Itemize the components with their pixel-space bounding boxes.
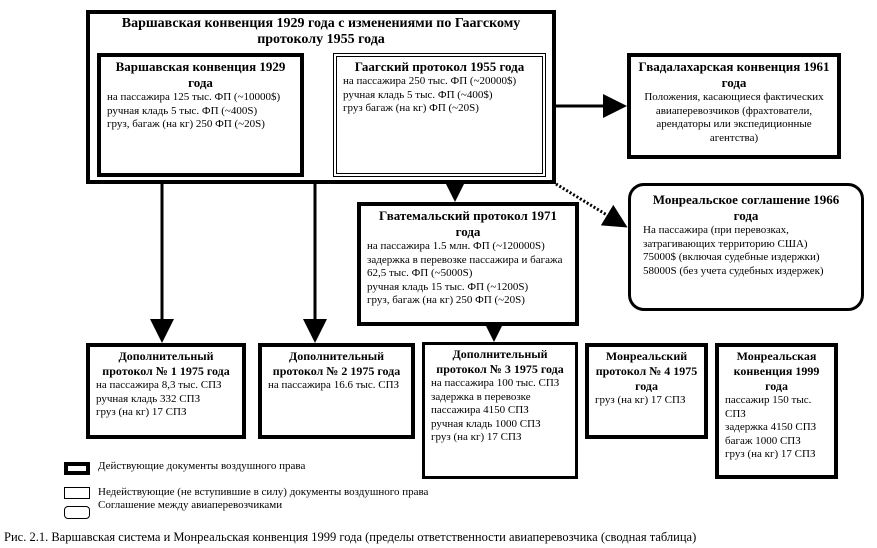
box-line: на пассажира 1.5 млн. ФП (~120000S): [367, 240, 545, 252]
box-title: Гвадалахарская конвенция 1961 года: [638, 59, 830, 90]
legend-swatch-inactive: [64, 487, 90, 499]
box-title: Гватемальский протокол 1971 года: [378, 208, 558, 239]
box-line: 58000S (без учета судебных издержек): [643, 264, 824, 277]
box-title: Монреальское соглашение 1966 года: [652, 192, 840, 223]
figure-caption: Рис. 2.1. Варшавская система и Монреальс…: [4, 530, 697, 544]
box-line: груз (на кг) 17 СПЗ: [431, 431, 522, 443]
box-line: ручная кладь 5 тыс. ФП (~400S): [107, 104, 258, 117]
dotted-arrow-to-montreal-agreement: [555, 182, 628, 228]
box-protocol-3: Дополнительный протокол № 3 1975 года на…: [422, 342, 578, 479]
legend-label-inactive: Недействующие (не вступившие в силу) док…: [98, 486, 429, 498]
box-line: ручная кладь 5 тыс. ФП (~400$): [343, 88, 493, 101]
box-line: на пассажира 100 тыс. СПЗ: [431, 377, 560, 389]
box-montreal-convention-1999: Монреальская конвенция 1999 года пассажи…: [715, 343, 838, 479]
box-line: груз (на кг) 17 СПЗ: [595, 394, 686, 406]
box-protocol-1: Дополнительный протокол № 1 1975 года на…: [86, 343, 246, 439]
box-line: груз (на кг) 17 СПЗ: [96, 406, 187, 418]
legend-label-agreement: Соглашение между авиаперевозчиками: [98, 499, 283, 511]
box-line: ручная кладь 1000 СПЗ: [431, 417, 541, 430]
box-line: груз багаж (на кг) ФП (~20S): [343, 102, 479, 114]
box-line: пассажир 150 тыс. СПЗ: [725, 394, 812, 420]
box-montreal-agreement-1966: Монреальское соглашение 1966 года На пас…: [628, 183, 864, 311]
box-hague-1955: Гаагский протокол 1955 года на пассажира…: [333, 53, 546, 177]
box-protocol-2: Дополнительный протокол № 2 1975 года на…: [258, 343, 415, 439]
box-line: багаж 1000 СПЗ: [725, 434, 801, 447]
box-line: груз (на кг) 17 СПЗ: [725, 448, 816, 460]
outer-title: Варшавская конвенция 1929 года с изменен…: [121, 16, 521, 47]
box-line: задержка в перевозке пассажира и багажа …: [367, 253, 563, 280]
box-line: на пассажира 16.6 тыс. СПЗ: [268, 379, 400, 391]
box-title: Дополнительный протокол № 2 1975 года: [272, 349, 401, 378]
box-line: задержка 4150 СПЗ: [725, 421, 817, 433]
box-montreal-protocol-4: Монреальский протокол № 4 1975 года груз…: [585, 343, 708, 439]
box-line: на пассажира 125 тыс. ФП (~10000$): [107, 91, 281, 103]
box-line: груз, багаж (на кг) 250 ФП (~20S): [107, 118, 265, 130]
box-title: Монреальский протокол № 4 1975 года: [595, 349, 698, 393]
box-line: ручная кладь 15 тыс. ФП (~1200S): [367, 280, 529, 293]
box-line: 75000$ (включая судебные издержки): [643, 251, 820, 263]
box-line: груз, багаж (на кг) 250 ФП (~20S): [367, 294, 525, 306]
box-line: ручная кладь 332 СПЗ: [96, 392, 201, 405]
legend-label-active: Действующие документы воздушного права: [98, 460, 306, 472]
box-title: Монреальская конвенция 1999 года: [733, 349, 820, 393]
box-guadalajara-1961: Гвадалахарская конвенция 1961 года Полож…: [627, 53, 841, 159]
box-line: На пассажира (при перевозках, затрагиваю…: [643, 224, 808, 250]
box-guatemala-1971: Гватемальский протокол 1971 года на пасс…: [357, 202, 579, 326]
box-title: Дополнительный протокол № 3 1975 года: [436, 347, 564, 376]
box-line: на пассажира 8,3 тыс. СПЗ: [96, 379, 222, 391]
box-title: Гаагский протокол 1955 года: [354, 59, 525, 74]
box-title: Дополнительный протокол № 1 1975 года: [102, 349, 230, 378]
box-line: задержка в перевозке пассажира 4150 СПЗ: [431, 390, 531, 417]
box-title: Варшавская конвенция 1929 года: [115, 59, 286, 90]
box-warsaw-1929: Варшавская конвенция 1929 года на пассаж…: [97, 53, 304, 177]
box-line: Положения, касающиеся фактических авиапе…: [644, 91, 824, 144]
box-line: на пассажира 250 тыс. ФП (~20000$): [343, 75, 517, 87]
legend-swatch-active: [64, 462, 90, 475]
legend-swatch-agreement: [64, 506, 90, 519]
